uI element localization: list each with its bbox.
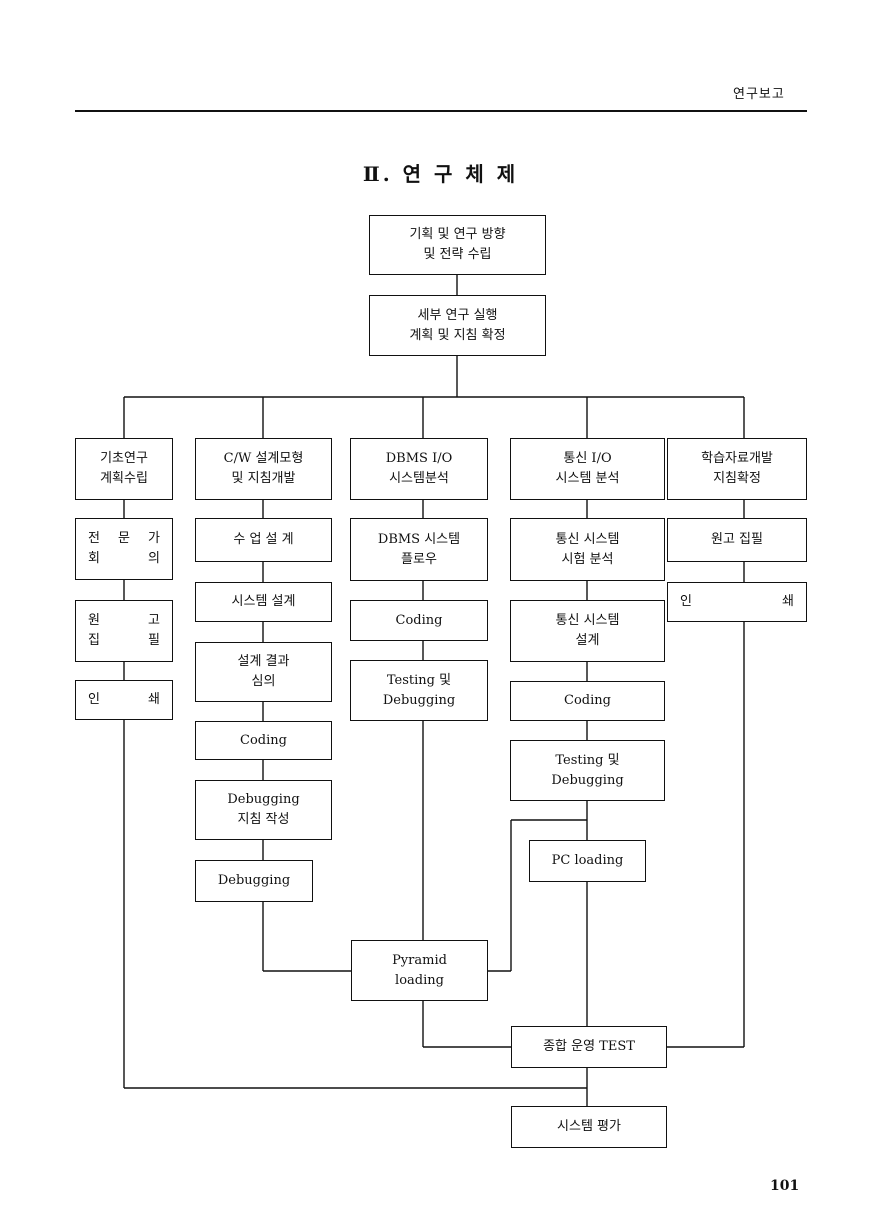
box-text: PC loading [551, 853, 624, 868]
box-text: Pyramid [392, 952, 447, 968]
box-text: Debugging [227, 792, 300, 807]
dbms-io-box: DBMS I/O 시스템분석 [350, 438, 488, 500]
system-design-box: 시스템 설계 [195, 582, 332, 622]
pc-loading-box: PC loading [529, 840, 646, 882]
comm-testing-box: Testing 및 Debugging [510, 740, 665, 801]
box-text: 시스템분석 [389, 471, 449, 486]
basic-research-box: 기초연구 계획수립 [75, 438, 173, 500]
planning-strategy-box: 기획 및 연구 방향 및 전략 수립 [369, 215, 546, 275]
class-design-box: 수 업 설 계 [195, 518, 332, 562]
running-header: 연구보고 [733, 87, 785, 102]
box-text: 통신 시스템 [555, 531, 620, 547]
box-text: C/W 설계모형 [223, 451, 304, 466]
box-text: 및 지침개발 [231, 471, 296, 486]
box-text: 세부 연구 실행 [417, 307, 498, 323]
box-text: 학습자료개발 [701, 451, 773, 466]
box-text: Coding [564, 693, 611, 708]
cw-debugging-box: Debugging [195, 860, 313, 902]
box-text: Debugging [551, 772, 624, 788]
box-text: 통신 I/O [563, 451, 612, 466]
material-writing-box: 원고 집필 [667, 518, 807, 562]
box-text: 인 쇄 [88, 692, 160, 707]
box-text: 설계 결과 [237, 654, 290, 669]
box-text: 지침 작성 [237, 812, 290, 827]
box-text: 계획수립 [100, 471, 148, 486]
comm-test-analysis-box: 통신 시스템 시험 분석 [510, 518, 665, 581]
box-text: Coding [240, 732, 287, 748]
comm-coding-box: Coding [510, 681, 665, 721]
box-text: 원 고 [88, 613, 160, 628]
box-text: Coding [395, 612, 443, 628]
pyramid-loading-box: Pyramid loading [351, 940, 488, 1001]
expert-meeting-box: 전 문 가 회 의 [75, 518, 173, 580]
box-text: Testing 및 [555, 752, 620, 768]
box-text: 기초연구 [100, 451, 148, 466]
comm-design-box: 통신 시스템 설계 [510, 600, 665, 662]
manuscript-writing-box: 원 고 집 필 [75, 600, 173, 662]
box-text: 및 전략 수립 [423, 247, 492, 262]
box-text: 종합 운영 TEST [543, 1039, 635, 1054]
box-text: 설계 [575, 633, 600, 648]
box-text: 전 문 가 [88, 531, 160, 546]
box-text: 플로우 [401, 551, 437, 567]
box-text: 시스템 평가 [557, 1119, 621, 1134]
box-text: 집 필 [88, 633, 160, 648]
box-text: DBMS I/O [385, 451, 453, 466]
box-text: DBMS 시스템 [377, 531, 461, 547]
dbms-flow-box: DBMS 시스템 플로우 [350, 518, 488, 581]
box-text: 심의 [251, 674, 276, 689]
box-text: 수 업 설 계 [233, 532, 294, 547]
header-rule [75, 110, 807, 112]
box-text: 통신 시스템 [555, 613, 620, 628]
system-evaluation-box: 시스템 평가 [511, 1106, 667, 1148]
box-text: Debugging [382, 692, 456, 708]
box-text: 시스템 설계 [231, 594, 296, 609]
box-text: 시스템 분석 [555, 471, 620, 486]
printing-box: 인 쇄 [75, 680, 173, 720]
box-text: 시험 분석 [561, 551, 614, 567]
dbms-testing-box: Testing 및 Debugging [350, 660, 488, 721]
design-review-box: 설계 결과 심의 [195, 642, 332, 702]
debugging-guide-box: Debugging 지침 작성 [195, 780, 332, 840]
box-text: 회 의 [88, 551, 160, 566]
detailed-plan-box: 세부 연구 실행 계획 및 지침 확정 [369, 295, 546, 356]
box-text: loading [395, 972, 444, 988]
box-text: 인 쇄 [680, 594, 794, 609]
material-printing-box: 인 쇄 [667, 582, 807, 622]
cw-coding-box: Coding [195, 721, 332, 760]
integrated-test-box: 종합 운영 TEST [511, 1026, 667, 1068]
cw-design-model-box: C/W 설계모형 및 지침개발 [195, 438, 332, 500]
box-text: 원고 집필 [711, 532, 763, 547]
page-number: 101 [770, 1178, 800, 1194]
box-text: Debugging [217, 873, 291, 888]
box-text: 계획 및 지침 확정 [409, 327, 506, 343]
box-text: 기획 및 연구 방향 [409, 227, 506, 242]
page-title: Ⅱ. 연 구 체 제 [362, 162, 519, 186]
box-text: 지침확정 [713, 471, 761, 486]
box-text: Testing 및 [386, 672, 452, 688]
comm-io-box: 통신 I/O 시스템 분석 [510, 438, 665, 500]
learning-material-box: 학습자료개발 지침확정 [667, 438, 807, 500]
dbms-coding-box: Coding [350, 600, 488, 641]
